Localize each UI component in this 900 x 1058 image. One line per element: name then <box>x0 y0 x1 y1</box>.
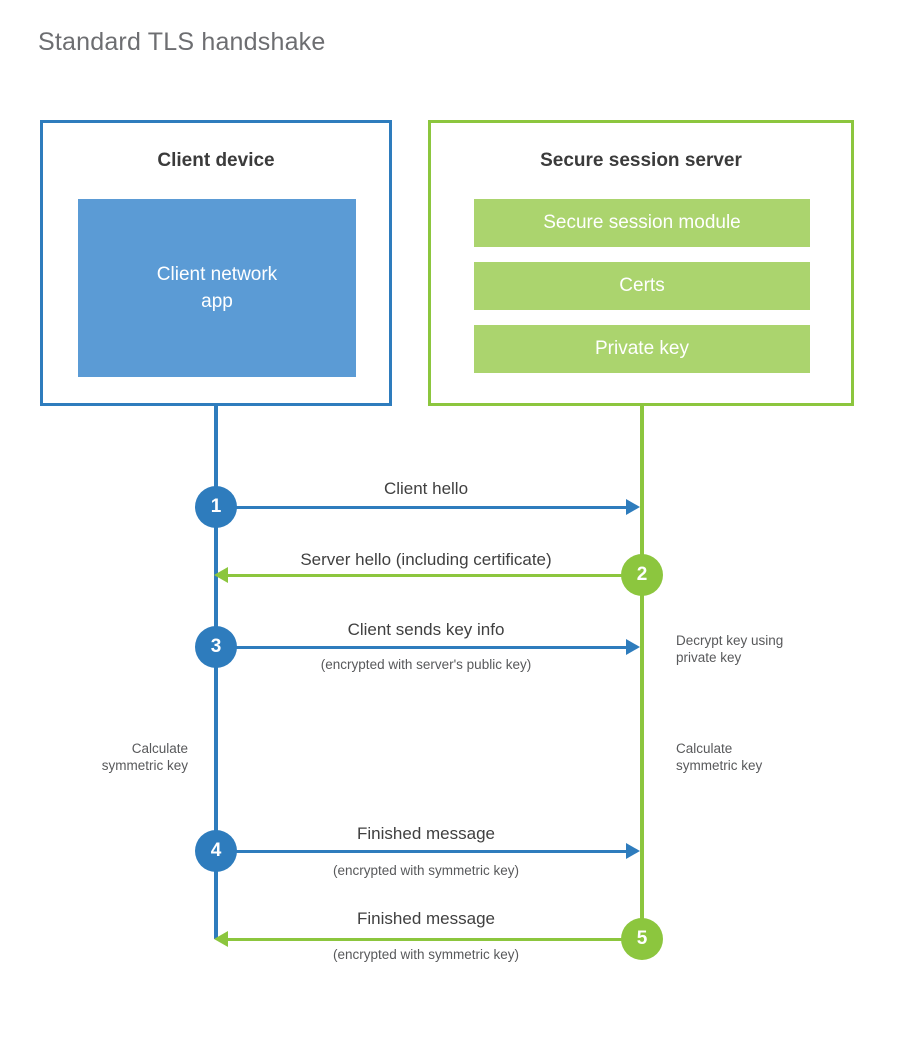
note-decrypt-key: Decrypt key using private key <box>676 633 784 665</box>
server-lifeline <box>640 406 644 939</box>
secure-session-server-box: Secure session server Secure session mod… <box>428 120 854 406</box>
client-device-title: Client device <box>157 150 275 171</box>
arrow-head-right-icon <box>626 499 640 515</box>
step-circle-5: 5 <box>621 918 663 960</box>
server-block-private-key: Private key <box>474 325 810 373</box>
client-network-app-block: Client network app <box>78 199 356 377</box>
message-sublabel-encrypted-symmetric-key-server: (encrypted with symmetric key) <box>332 947 520 962</box>
server-block-secure-session-module: Secure session module <box>474 199 810 247</box>
message-label-finished-message-server: Finished message <box>357 909 495 928</box>
step-circle-1: 1 <box>195 486 237 528</box>
message-label-client-sends-key-info: Client sends key info <box>347 620 505 639</box>
page-title: Standard TLS handshake <box>38 28 326 56</box>
client-device-box: Client device Client network app <box>40 120 392 406</box>
message-arrow-5 <box>222 938 626 941</box>
step-circle-3: 3 <box>195 626 237 668</box>
step-circle-4: 4 <box>195 830 237 872</box>
message-arrow-3 <box>216 646 628 649</box>
step-circle-2: 2 <box>621 554 663 596</box>
arrow-head-left-icon <box>214 931 228 947</box>
note-client-calculate-symmetric-key: Calculate symmetric key <box>101 741 188 773</box>
message-sublabel-encrypted-symmetric-key-client: (encrypted with symmetric key) <box>332 863 520 878</box>
message-label-client-hello: Client hello <box>383 479 469 498</box>
arrow-head-left-icon <box>214 567 228 583</box>
message-label-finished-message-client: Finished message <box>357 824 495 843</box>
message-arrow-1 <box>216 506 628 509</box>
arrow-head-right-icon <box>626 843 640 859</box>
message-arrow-2 <box>222 574 626 577</box>
message-label-server-hello: Server hello (including certificate) <box>300 550 552 569</box>
server-block-certs: Certs <box>474 262 810 310</box>
arrow-head-right-icon <box>626 639 640 655</box>
client-lifeline <box>214 406 218 939</box>
message-arrow-4 <box>216 850 628 853</box>
note-server-calculate-symmetric-key: Calculate symmetric key <box>676 741 763 773</box>
secure-session-server-title: Secure session server <box>540 150 742 171</box>
message-sublabel-encrypted-public-key: (encrypted with server's public key) <box>320 657 532 672</box>
